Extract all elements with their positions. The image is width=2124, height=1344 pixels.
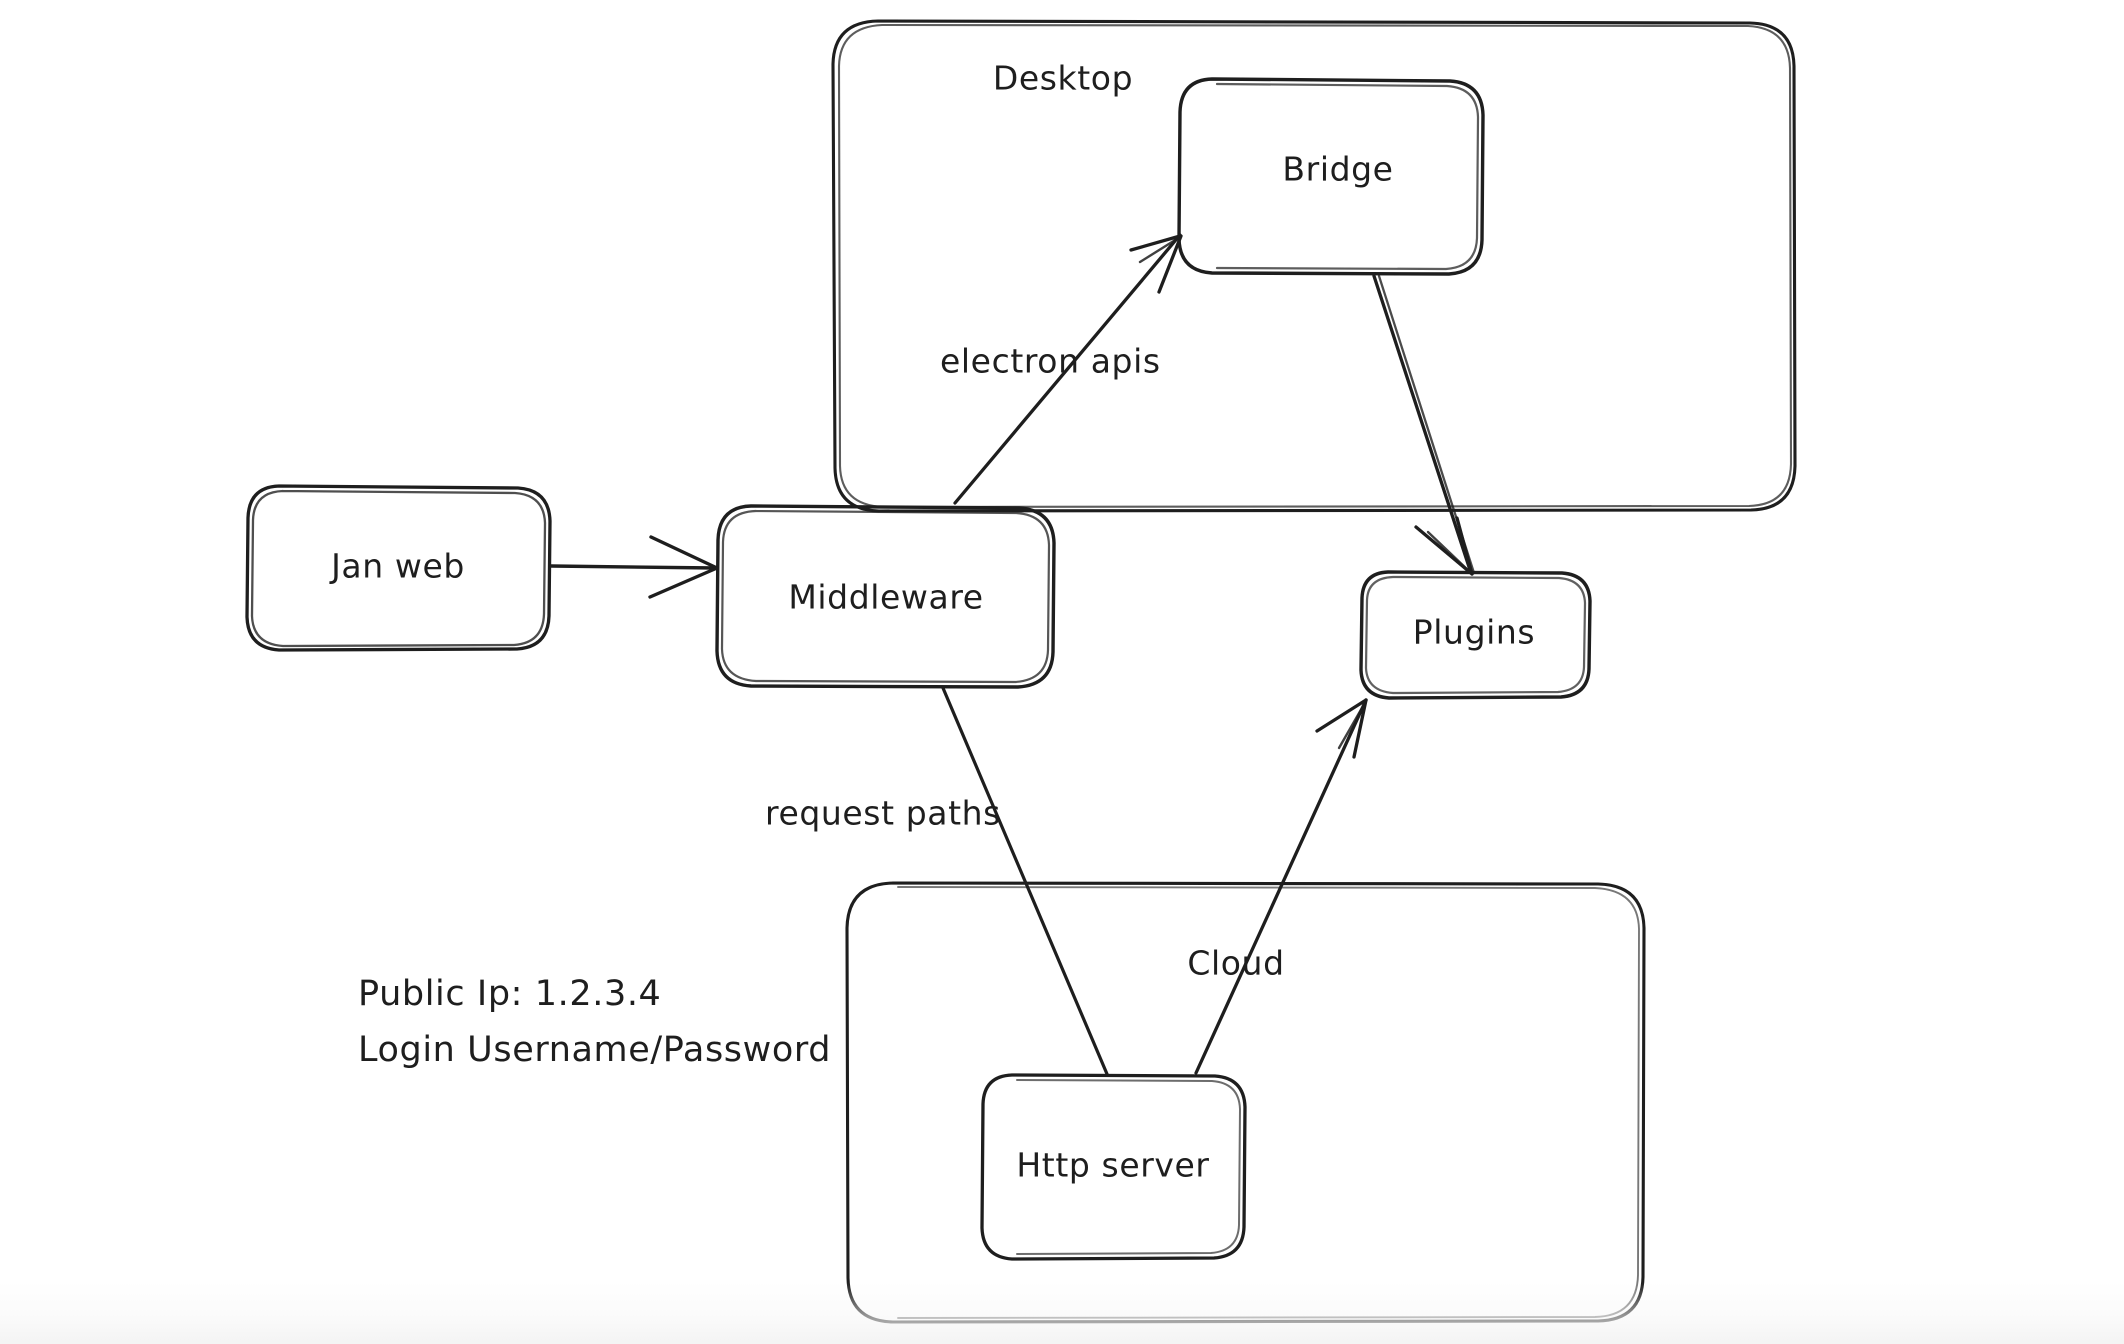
node-label-middleware: Middleware (788, 578, 983, 617)
node-label-plugins: Plugins (1413, 613, 1535, 652)
edge-middleware-to-bridge[interactable]: electron apis (940, 233, 1183, 505)
edge-middleware-to-httpserver[interactable]: request paths (765, 686, 1109, 1076)
group-label-cloud: Cloud (1187, 944, 1284, 983)
note-line-public-ip: Public Ip: 1.2.3.4 (358, 974, 661, 1014)
node-label-bridge: Bridge (1282, 150, 1393, 189)
edge-label-request-paths: request paths (765, 794, 1001, 833)
node-bridge[interactable]: Bridge (1177, 77, 1485, 276)
node-http-server[interactable]: Http server (980, 1073, 1247, 1261)
group-desktop[interactable]: Desktop (831, 19, 1797, 513)
edge-httpserver-to-plugins[interactable] (1194, 698, 1368, 1075)
note-public-ip: Public Ip: 1.2.3.4 Login Username/Passwo… (358, 974, 831, 1070)
node-label-jan-web: Jan web (329, 547, 465, 586)
edge-label-electron-apis: electron apis (940, 342, 1161, 381)
node-middleware[interactable]: Middleware (715, 504, 1056, 689)
node-label-http-server: Http server (1016, 1146, 1209, 1185)
edge-bridge-to-plugins[interactable] (1372, 274, 1476, 576)
node-plugins[interactable]: Plugins (1359, 570, 1592, 700)
note-line-login: Login Username/Password (358, 1030, 831, 1070)
node-jan-web[interactable]: Jan web (245, 484, 552, 652)
edge-janweb-to-middleware[interactable] (549, 535, 719, 599)
group-label-desktop: Desktop (993, 59, 1133, 98)
